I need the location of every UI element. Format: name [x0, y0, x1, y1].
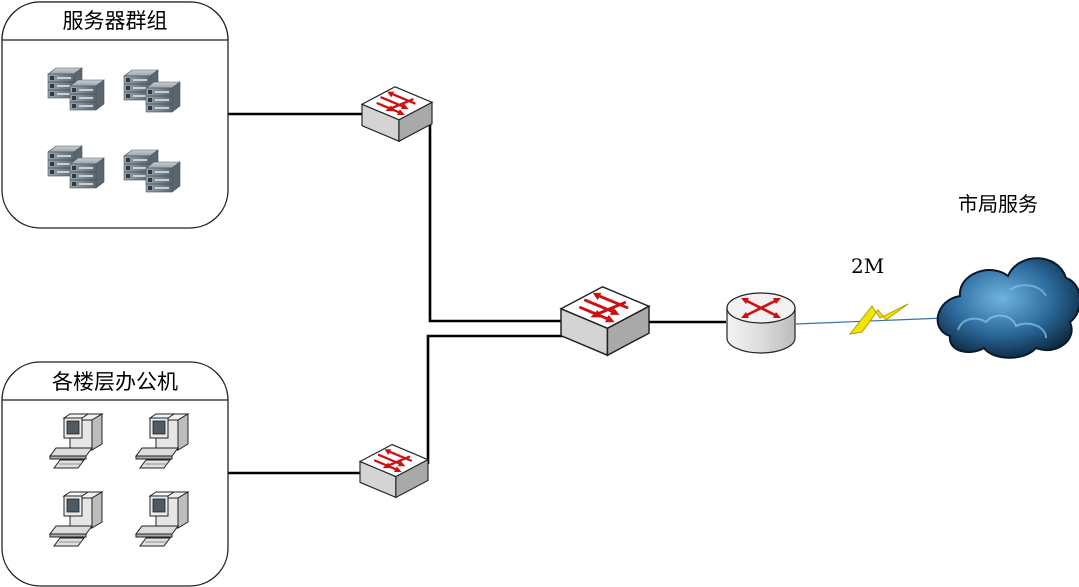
city-service-label: 市局服务: [958, 192, 1038, 216]
office-group-title: 各楼层办公机: [52, 370, 178, 394]
link-switch-bottom-core: [426, 334, 564, 464]
switch-top-icon: [360, 85, 434, 143]
switch-core-icon: [559, 285, 651, 357]
cloud-icon: [936, 257, 1079, 359]
server-group-title: 服务器群组: [62, 9, 168, 33]
router-icon: [726, 292, 796, 354]
bandwidth-label: 2M: [851, 254, 885, 278]
switch-bottom-icon: [358, 443, 430, 499]
link-lines: [228, 112, 726, 475]
server-group: [1, 1, 229, 229]
lightning-icon: [848, 303, 909, 335]
link-switch-top-core: [428, 124, 564, 323]
